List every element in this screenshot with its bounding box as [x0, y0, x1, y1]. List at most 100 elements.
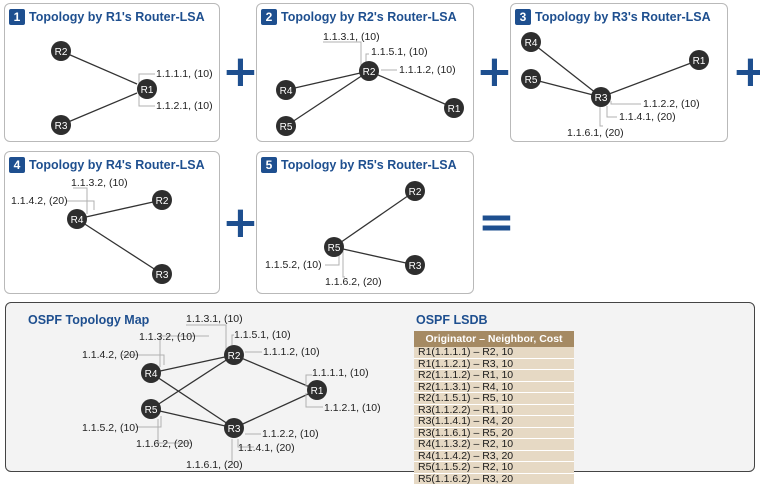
lsdb-row: R4(1.1.4.2) – R3, 20	[414, 450, 574, 462]
panel-title: 3 Topology by R3's Router-LSA	[515, 9, 711, 25]
interface-label: 1.1.1.2, (10)	[399, 64, 456, 76]
interface-label: 1.1.6.1, (20)	[186, 459, 243, 471]
panel-title: 1 Topology by R1's Router-LSA	[9, 9, 205, 25]
panel-heading: Topology by R3's Router-LSA	[535, 10, 711, 24]
lsdb-row: R3(1.1.2.2) – R1, 10	[414, 404, 574, 416]
router-r3: R3	[51, 115, 71, 135]
leader-line	[67, 200, 95, 210]
router-r5: R5	[141, 399, 161, 419]
equals-operator: =	[478, 197, 515, 248]
router-r5: R5	[276, 116, 296, 136]
router-label: R1	[141, 85, 154, 96]
router-label: R2	[228, 351, 241, 362]
router-label: R1	[693, 56, 706, 67]
link-r4-r3	[76, 218, 163, 275]
panel-title: 2 Topology by R2's Router-LSA	[261, 9, 457, 25]
lsdb-row: R3(1.1.6.1) – R5, 20	[414, 427, 574, 439]
router-label: R5	[280, 122, 293, 133]
router-label: R1	[448, 104, 461, 115]
router-r4: R4	[521, 32, 541, 52]
router-r4: R4	[276, 80, 296, 100]
link-r1-r3	[60, 92, 138, 126]
link-r2-r1	[368, 70, 455, 109]
interface-label: 1.1.6.2, (20)	[136, 438, 193, 450]
lsdb-row: R4(1.1.3.2) – R2, 10	[414, 438, 574, 451]
router-r3: R3	[405, 255, 425, 275]
interface-label: 1.1.3.1, (10)	[186, 313, 243, 325]
leader-line	[231, 334, 234, 346]
interface-label: 1.1.3.2, (10)	[71, 177, 128, 189]
leader-line	[237, 439, 254, 448]
lsdb-row: R1(1.1.2.1) – R3, 10	[414, 358, 574, 370]
router-label: R4	[525, 38, 538, 49]
link-r5-r2	[150, 354, 235, 410]
leader-line	[73, 187, 88, 214]
panel-heading: Topology by R5's Router-LSA	[281, 158, 457, 172]
router-label: R4	[145, 369, 158, 380]
panel-r4-lsa: 4 Topology by R4's Router-LSA 1.1.3.2, (…	[4, 151, 220, 294]
panel-title: 5 Topology by R5's Router-LSA	[261, 157, 457, 173]
router-r5: R5	[521, 69, 541, 89]
router-label: R5	[145, 405, 158, 416]
router-r1: R1	[137, 79, 157, 99]
interface-label: 1.1.4.1, (20)	[619, 111, 676, 123]
panel-heading: Topology by R4's Router-LSA	[29, 158, 205, 172]
panel-r1-lsa: 1 Topology by R1's Router-LSA 1.1.1.1, (…	[4, 3, 220, 142]
lsdb-row: R1(1.1.1.1) – R2, 10	[414, 347, 574, 359]
plus-operator: +	[476, 46, 513, 97]
router-r3: R3	[591, 87, 611, 107]
interface-label: 1.1.2.1, (10)	[156, 100, 213, 112]
link-r3-r1	[600, 59, 700, 98]
router-label: R1	[311, 386, 324, 397]
leader-line	[157, 419, 191, 444]
map-title: OSPF Topology Map	[28, 313, 150, 327]
link-r2-r5	[285, 70, 370, 127]
router-label: R2	[409, 187, 422, 198]
map-diagram: 1.1.3.1, (10) 1.1.5.1, (10) 1.1.1.2, (10…	[82, 313, 381, 471]
diagram-r2: 1.1.3.1, (10) 1.1.5.1, (10) 1.1.1.2, (10…	[276, 31, 464, 136]
lsdb-row: R5(1.1.5.2) – R2, 10	[414, 461, 574, 474]
lsdb-row: R2(1.1.3.1) – R4, 10	[414, 381, 574, 393]
interface-label: 1.1.5.2, (10)	[82, 422, 139, 434]
link-r4-r2	[150, 354, 235, 374]
router-r1: R1	[689, 50, 709, 70]
leader-line	[186, 324, 227, 350]
interface-label: 1.1.1.1, (10)	[312, 367, 369, 379]
router-r5: R5	[324, 237, 344, 257]
router-r2: R2	[152, 190, 172, 210]
interface-label: 1.1.2.1, (10)	[324, 402, 381, 414]
lsdb-table: Originator – Neighbor, Cost R1(1.1.1.1) …	[414, 331, 574, 485]
router-r3: R3	[152, 264, 172, 284]
interface-label: 1.1.5.2, (10)	[265, 259, 322, 271]
interface-label: 1.1.3.1, (10)	[323, 31, 380, 43]
leader-line	[122, 354, 165, 365]
leader-line	[599, 107, 603, 127]
router-label: R4	[71, 215, 84, 226]
leader-line	[342, 250, 345, 278]
router-r1: R1	[444, 98, 464, 118]
router-r1: R1	[307, 380, 327, 400]
router-label: R2	[363, 67, 376, 78]
router-label: R2	[55, 47, 68, 58]
leader-line	[231, 439, 235, 465]
router-label: R5	[525, 75, 538, 86]
panel-number: 5	[261, 157, 277, 173]
interface-label: 1.1.4.2, (20)	[11, 195, 68, 207]
link-r1-r2	[60, 50, 138, 85]
lsdb-row: R3(1.1.4.1) – R4, 20	[414, 415, 574, 428]
plus-operator: +	[222, 197, 259, 248]
panel-number: 4	[9, 157, 25, 173]
panel-number: 1	[9, 9, 25, 25]
panel-number: 3	[515, 9, 531, 25]
link-r3-r5	[530, 78, 602, 98]
diagram-r3: 1.1.2.2, (10) 1.1.4.1, (20) 1.1.6.1, (20…	[521, 32, 709, 139]
link-r2-r1	[233, 354, 318, 391]
leader-line	[138, 92, 155, 107]
leader-line	[610, 101, 641, 105]
panel-r5-lsa: 5 Topology by R5's Router-LSA 1.1.5.2, (…	[256, 151, 474, 294]
router-r4: R4	[67, 209, 87, 229]
interface-label: 1.1.5.1, (10)	[234, 329, 291, 341]
router-label: R3	[409, 261, 422, 272]
panel-r3-lsa: 3 Topology by R3's Router-LSA 1.1.2.2, (…	[510, 3, 728, 142]
leader-line	[323, 41, 362, 66]
